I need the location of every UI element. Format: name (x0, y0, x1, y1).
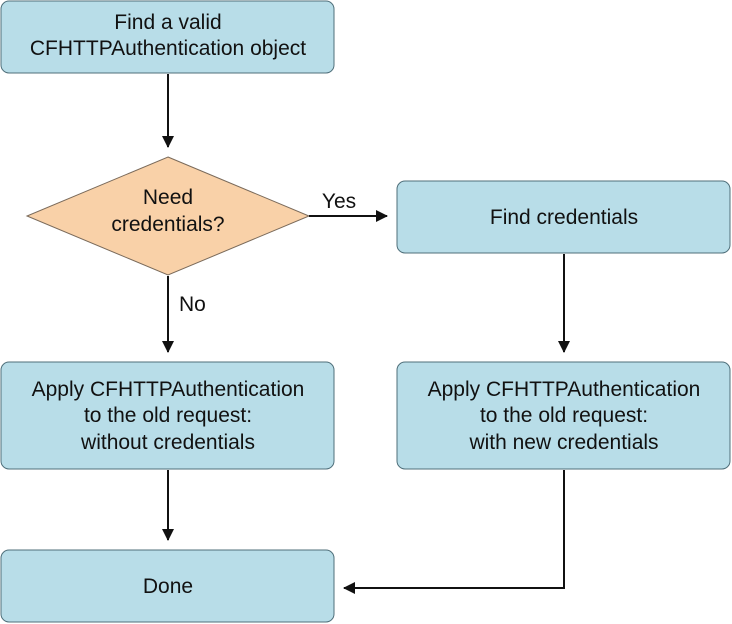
find-auth-object-label-line2: CFHTTPAuthentication object (30, 37, 306, 60)
arrow-apply-with-to-done (343, 470, 565, 594)
find-credentials-label: Find credentials (490, 206, 638, 229)
apply-with-credentials-label-line2: to the old request: (480, 404, 648, 427)
done-label: Done (143, 575, 193, 598)
need-credentials-label-line2: credentials? (111, 213, 224, 236)
apply-with-credentials-node: Apply CFHTTPAuthentication to the old re… (396, 361, 731, 470)
apply-without-credentials-label-line1: Apply CFHTTPAuthentication (32, 378, 305, 401)
done-box (0, 549, 335, 623)
apply-with-credentials-label-line1: Apply CFHTTPAuthentication (428, 378, 701, 401)
apply-with-credentials-box (396, 361, 731, 470)
find-credentials-node: Find credentials (396, 180, 731, 254)
find-auth-object-node: Find a valid CFHTTPAuthentication object (0, 0, 335, 74)
need-credentials-decision: Need credentials? (25, 156, 311, 276)
need-credentials-label-line1: Need (143, 186, 193, 209)
yes-edge-label: Yes (322, 190, 356, 213)
apply-without-credentials-node: Apply CFHTTPAuthentication to the old re… (0, 361, 335, 470)
apply-without-credentials-label-line2: to the old request: (84, 404, 252, 427)
find-auth-object-label-line1: Find a valid (114, 11, 221, 34)
apply-with-credentials-label-line3: with new credentials (468, 431, 658, 454)
need-credentials-diamond (25, 156, 311, 276)
apply-without-credentials-label-line3: without credentials (80, 431, 255, 454)
find-credentials-box (396, 180, 731, 254)
apply-without-credentials-box (0, 361, 335, 470)
done-node: Done (0, 549, 335, 623)
find-auth-object-box (0, 0, 335, 74)
no-edge-label: No (179, 293, 206, 316)
